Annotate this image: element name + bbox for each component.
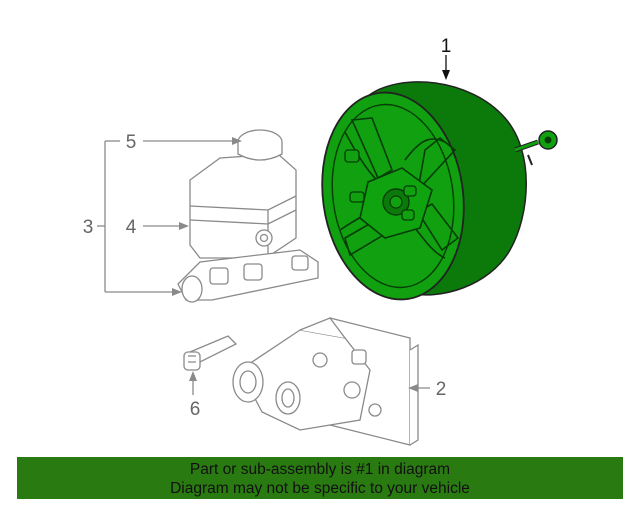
- callout-3: 3: [83, 217, 94, 238]
- brake-booster-part[interactable]: [309, 81, 558, 309]
- callout-4: 4: [126, 217, 137, 238]
- info-banner: Part or sub-assembly is #1 in diagram Di…: [17, 457, 623, 499]
- leader-arrowheads: [172, 70, 450, 392]
- callout-2: 2: [436, 379, 447, 400]
- fitting-part[interactable]: [183, 335, 238, 371]
- banner-line-1: Part or sub-assembly is #1 in diagram: [189, 461, 451, 478]
- callout-5: 5: [126, 132, 137, 153]
- hydraulic-unit-part[interactable]: [232, 317, 419, 446]
- banner-line-2: Diagram may not be specific to your vehi…: [170, 480, 470, 497]
- master-cylinder-part[interactable]: [177, 129, 319, 303]
- callout-6: 6: [190, 399, 201, 420]
- callout-1: 1: [441, 36, 452, 57]
